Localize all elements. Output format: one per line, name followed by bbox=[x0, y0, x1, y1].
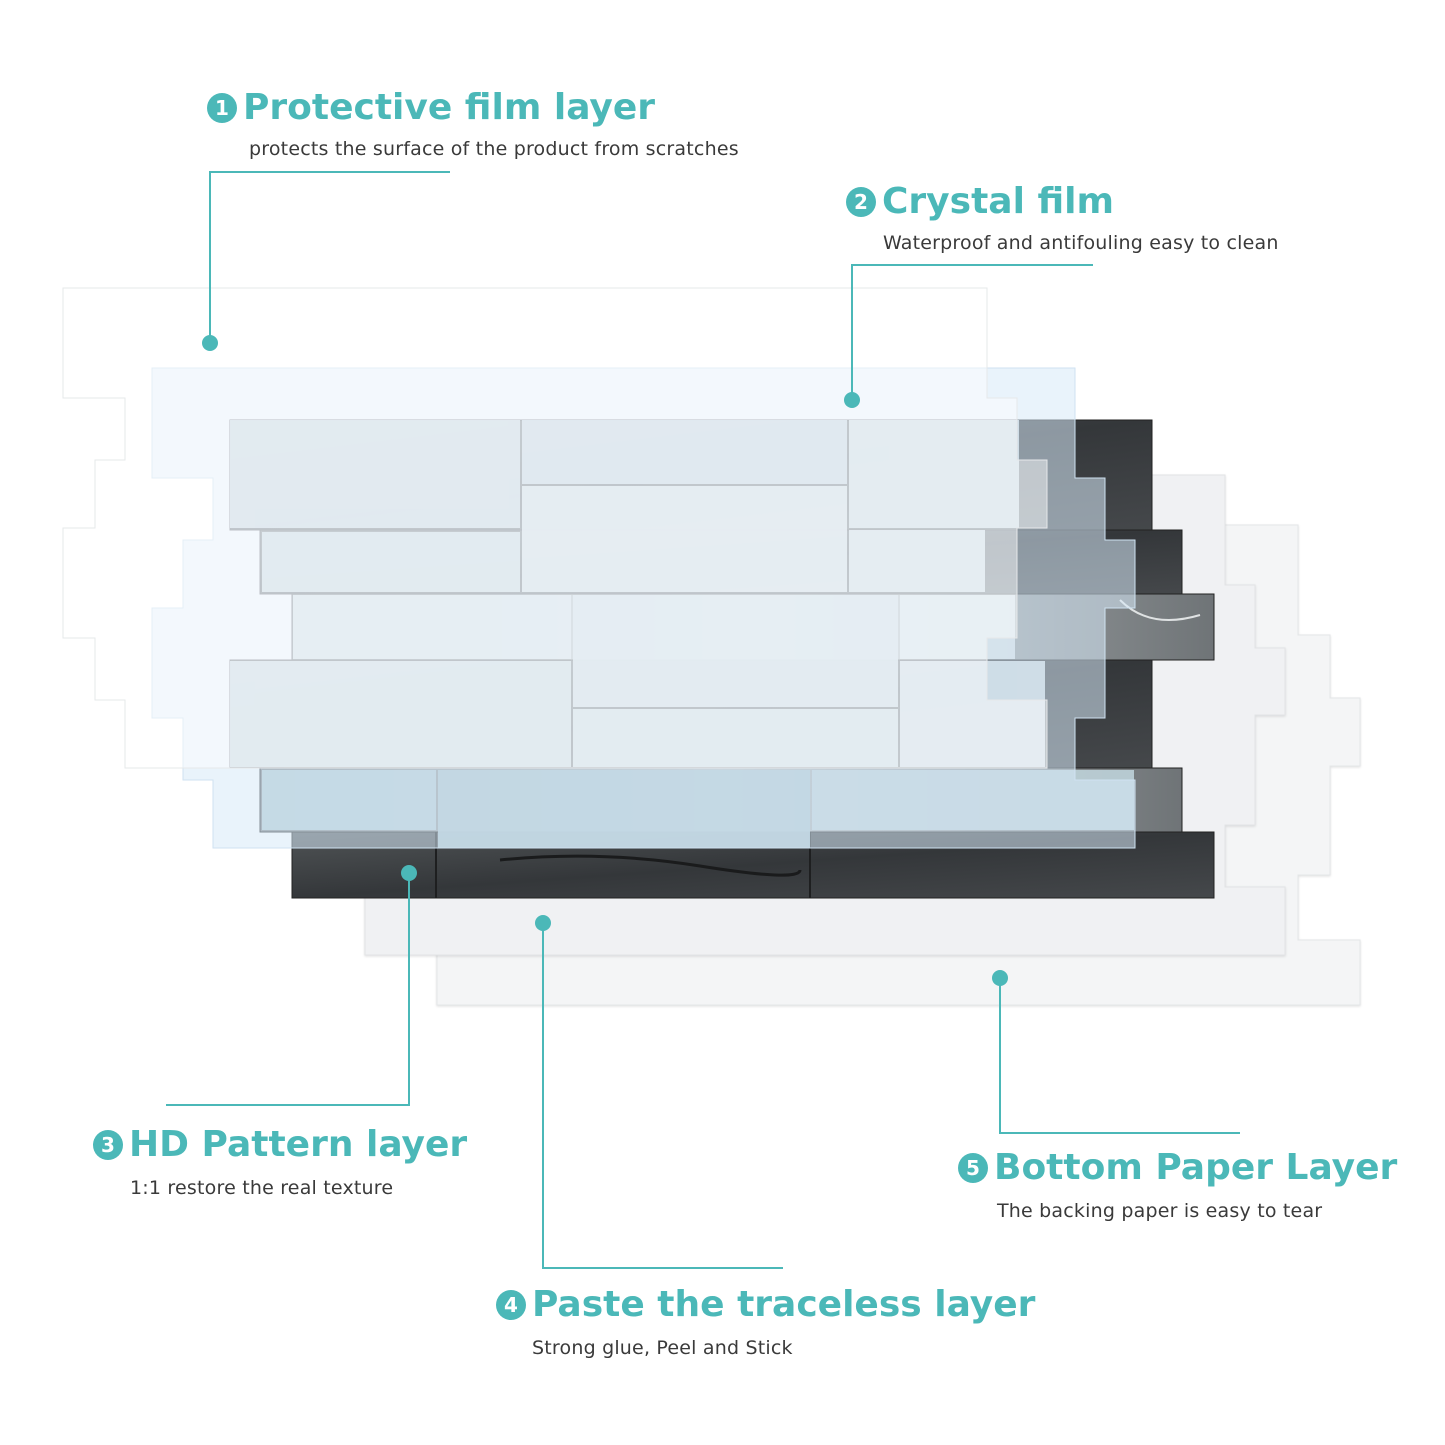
traceless-description: Strong glue, Peel and Stick bbox=[532, 1337, 793, 1359]
callout-line-4 bbox=[542, 923, 783, 1269]
number-badge-3: 3 bbox=[93, 1130, 123, 1160]
traceless-title: Paste the traceless layer bbox=[532, 1284, 1036, 1325]
hd-pattern-description: 1:1 restore the real texture bbox=[130, 1177, 394, 1199]
callout-line-2 bbox=[851, 264, 1093, 400]
callout-dot-2 bbox=[844, 392, 860, 408]
number-badge-4: 4 bbox=[496, 1290, 526, 1320]
callout-dot-3 bbox=[401, 865, 417, 881]
label-hd-pattern: 3 HD Pattern layer 1:1 restore the real … bbox=[93, 1127, 467, 1199]
number-badge-2: 2 bbox=[846, 187, 876, 217]
protective-film-layer bbox=[62, 287, 1048, 769]
protective-film-title: Protective film layer bbox=[243, 87, 656, 128]
bottom-paper-description: The backing paper is easy to tear bbox=[997, 1200, 1323, 1222]
hd-pattern-title: HD Pattern layer bbox=[129, 1124, 468, 1165]
number-badge-5: 5 bbox=[958, 1153, 988, 1183]
crystal-film-layer bbox=[151, 367, 1136, 849]
callout-line-5 bbox=[999, 978, 1240, 1134]
label-crystal-film: 2 Crystal film Waterproof and antifoulin… bbox=[846, 184, 1279, 254]
crystal-film-title: Crystal film bbox=[882, 181, 1114, 222]
number-badge-1: 1 bbox=[207, 93, 237, 123]
callout-dot-1 bbox=[202, 335, 218, 351]
bottom-paper-title: Bottom Paper Layer bbox=[994, 1147, 1398, 1188]
label-traceless: 4 Paste the traceless layer Strong glue,… bbox=[496, 1287, 1035, 1359]
crystal-film-description: Waterproof and antifouling easy to clean bbox=[883, 232, 1279, 254]
callout-line-1 bbox=[209, 171, 450, 343]
label-protective-film: 1 Protective film layer protects the sur… bbox=[207, 90, 739, 160]
callout-dot-4 bbox=[535, 915, 551, 931]
callout-lines bbox=[166, 171, 1240, 1269]
protective-film-description: protects the surface of the product from… bbox=[249, 138, 739, 160]
callout-dots bbox=[202, 335, 1008, 986]
label-bottom-paper: 5 Bottom Paper Layer The backing paper i… bbox=[958, 1150, 1397, 1222]
callout-dot-5 bbox=[992, 970, 1008, 986]
callout-line-3 bbox=[166, 873, 410, 1106]
